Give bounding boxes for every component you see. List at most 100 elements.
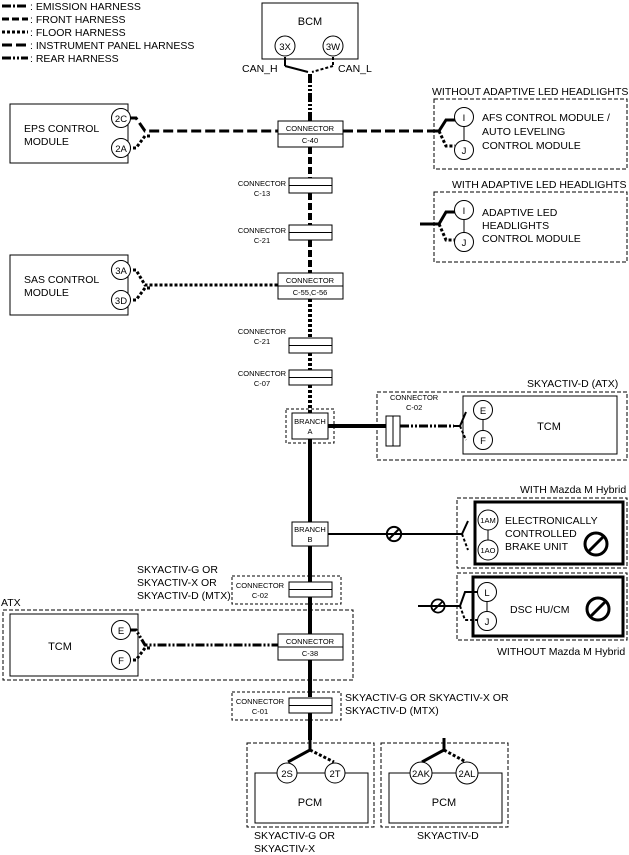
pcm-right-pin-2ak: 2AK [412, 769, 431, 780]
c21a-id: C-21 [254, 236, 270, 245]
sas-pin-3d: 3D [115, 296, 127, 307]
can-l-label: CAN_L [338, 63, 372, 75]
c02c-id: C-02 [252, 591, 268, 600]
dsc-pin-l: L [484, 588, 489, 599]
pcm-right-pin-2al: 2AL [459, 769, 476, 780]
branch-a-label: BRANCH [294, 417, 326, 426]
connector-c02-center: SKYACTIV-G OR SKYACTIV-X OR SKYACTIV-D (… [137, 564, 342, 605]
pcm-left-caption-line2: SKYACTIV-X [254, 843, 315, 855]
dsc-no-termination-icon [585, 596, 611, 622]
c02c-label: CONNECTOR [236, 581, 285, 590]
connector-c21-lower: CONNECTOR C-21 [238, 327, 333, 354]
sas-title-line1: SAS CONTROL [24, 274, 99, 286]
ebu-no-termination-icon [583, 531, 609, 557]
c02-caption-line2: SKYACTIV-X OR [137, 577, 217, 589]
connector-c07: CONNECTOR C-07 [238, 369, 333, 388]
bcm-module: BCM 3X 3W CAN_H CAN_L [242, 2, 372, 75]
adaptive-led-headlights-module: WITH ADAPTIVE LED HEADLIGHTS I J ADAPTIV… [420, 179, 628, 263]
adaptive-title-line1: ADAPTIVE LED [482, 207, 558, 219]
pcm-left-pin-2s: 2S [281, 769, 293, 780]
ebu-pin-1am: 1AM [480, 516, 495, 525]
sas-pin-3a: 3A [115, 266, 127, 277]
pcm-right-caption: SKYACTIV-D [417, 830, 479, 842]
connector-c40: CONNECTOR C-40 [277, 120, 344, 148]
ebu-caption: WITH Mazda M Hybrid [520, 484, 626, 496]
c21b-label: CONNECTOR [238, 327, 287, 336]
bcm-pin-3w: 3W [326, 42, 340, 53]
tcm-skyactiv-d-atx: SKYACTIV-D (ATX) CONNECTOR C-02 E F TCM [376, 378, 628, 461]
ebu-pin-1ao: 1AO [480, 546, 495, 555]
afs-pin-j: J [462, 146, 467, 157]
c02-caption-line1: SKYACTIV-G OR [137, 564, 218, 576]
c02r-label: CONNECTOR [390, 393, 439, 402]
dsc-pin-j: J [485, 617, 490, 628]
c21b-id: C-21 [254, 337, 270, 346]
c01-caption-line1: SKYACTIV-G OR SKYACTIV-X OR [345, 692, 509, 704]
afs-control-module: WITHOUT ADAPTIVE LED HEADLIGHTS I J AFS … [428, 86, 628, 170]
can-h-label: CAN_H [242, 63, 278, 75]
adaptive-caption: WITH ADAPTIVE LED HEADLIGHTS [452, 179, 626, 191]
ebu-title-line3: BRAKE UNIT [505, 541, 569, 553]
afs-pin-i: I [463, 113, 466, 124]
c21a-label: CONNECTOR [238, 226, 287, 235]
bcm-pin-3x: 3X [279, 42, 291, 53]
legend-front-label: : FRONT HARNESS [30, 14, 125, 26]
legend-instrument-panel-label: : INSTRUMENT PANEL HARNESS [30, 40, 194, 52]
pcm-left-pin-2t: 2T [329, 769, 340, 780]
bcm-title: BCM [298, 16, 322, 28]
pcm-skyactiv-d: 2AK 2AL PCM SKYACTIV-D [380, 738, 509, 842]
dsc-hu-cm: L J DSC HU/CM WITHOUT Mazda M Hybrid [418, 572, 628, 658]
legend-rear-label: : REAR HARNESS [30, 53, 119, 65]
tcm-atx-left: ATX TCM E F [1, 597, 354, 681]
tcm-left-pin-f: F [118, 656, 124, 667]
c01-label: CONNECTOR [236, 697, 285, 706]
legend-emission-label: : EMISSION HARNESS [30, 1, 141, 13]
c40-label: CONNECTOR [286, 124, 335, 133]
electronically-controlled-brake-unit: WITH Mazda M Hybrid 1AM 1AO ELECTRONICAL… [454, 484, 628, 569]
connector-c13: CONNECTOR C-13 [238, 177, 333, 198]
c40-id: C-40 [302, 136, 318, 145]
c13-id: C-13 [254, 189, 270, 198]
c55-id: C-55,C-56 [293, 288, 328, 297]
connector-c38: CONNECTOR C-38 [277, 633, 344, 661]
afs-title-line3: CONTROL MODULE [482, 140, 581, 152]
tcm-right-title: TCM [537, 421, 561, 433]
adaptive-title-line2: HEADLIGHTS [482, 220, 549, 232]
c01-id: C-01 [252, 707, 268, 716]
eps-title-line1: EPS CONTROL [24, 123, 99, 135]
c38-id: C-38 [302, 649, 318, 658]
branch-a: BRANCH A [291, 412, 329, 440]
tcm-right-pin-e: E [480, 406, 486, 417]
c02r-id: C-02 [406, 403, 422, 412]
dsc-title: DSC HU/CM [510, 604, 570, 616]
c13-label: CONNECTOR [238, 179, 287, 188]
afs-title-line1: AFS CONTROL MODULE / [482, 112, 610, 124]
c01-caption-line2: SKYACTIV-D (MTX) [345, 705, 439, 717]
c02-caption-line3: SKYACTIV-D (MTX) [137, 590, 231, 602]
tcm-right-pin-f: F [480, 436, 486, 447]
dsc-caption: WITHOUT Mazda M Hybrid [497, 646, 625, 658]
adaptive-pin-j: J [462, 238, 467, 249]
ebu-title-line2: CONTROLLED [505, 528, 577, 540]
c07-label: CONNECTOR [238, 369, 287, 378]
harness-legend: : EMISSION HARNESS : FRONT HARNESS : FLO… [2, 1, 194, 65]
afs-title-line2: AUTO LEVELING [482, 126, 565, 138]
c07-id: C-07 [254, 379, 270, 388]
afs-caption: WITHOUT ADAPTIVE LED HEADLIGHTS [432, 86, 628, 98]
connector-c01: CONNECTOR C-01 SKYACTIV-G OR SKYACTIV-X … [231, 691, 509, 721]
tcm-left-title: TCM [48, 641, 72, 653]
adaptive-pin-i: I [463, 206, 466, 217]
tcm-left-pin-e: E [118, 626, 124, 637]
connector-c55-c56: CONNECTOR C-55,C-56 [277, 272, 344, 300]
ebu-title-line1: ELECTRONICALLY [505, 515, 598, 527]
sas-control-module: SAS CONTROL MODULE 3A 3D [9, 254, 278, 316]
branch-b-label: BRANCH [294, 525, 326, 534]
adaptive-title-line3: CONTROL MODULE [482, 233, 581, 245]
pcm-skyactiv-g-x: 2S 2T PCM SKYACTIV-G OR SKYACTIV-X [246, 740, 375, 855]
tcm-left-caption: ATX [1, 597, 21, 609]
pcm-right-title: PCM [432, 797, 456, 809]
c38-label: CONNECTOR [286, 637, 335, 646]
branch-a-id: A [307, 427, 312, 436]
eps-title-line2: MODULE [24, 136, 69, 148]
